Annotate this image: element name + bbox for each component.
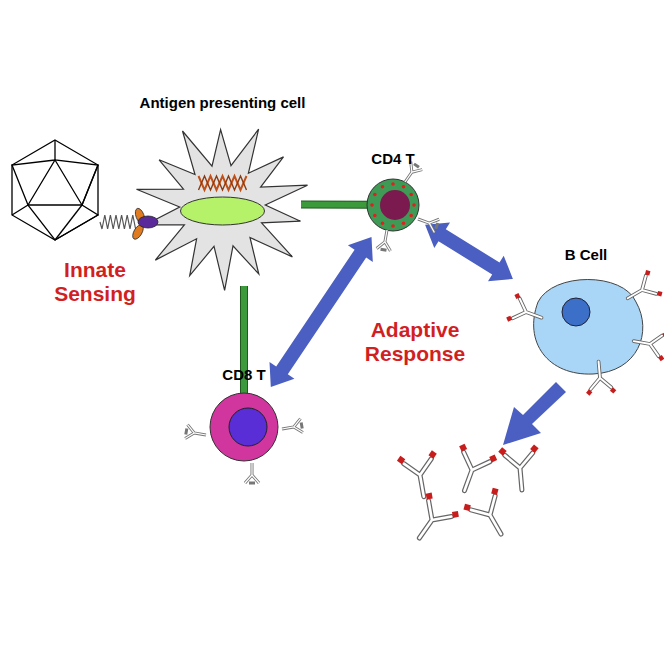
cell-shape [366,178,420,232]
secretion-arrow [503,382,566,445]
cell-label: CD4 T [371,150,414,167]
cd8-t-cell: CD8 T [208,392,280,462]
cell-shape [140,118,305,290]
antibody-group [396,442,542,549]
cell-shape [518,272,654,376]
cd4-t-cell: CD4 T [366,178,420,232]
interaction-arrow [270,237,373,387]
binding-bar [301,204,370,205]
b-cell: B Cell [518,272,654,376]
virus-icon [12,140,98,240]
annotation-label: Innate Sensing [40,258,150,306]
antigen-presenting-cell: Antigen presenting cell [140,118,305,290]
cell-label: CD8 T [222,366,265,383]
annotation-label: Adaptive Response [352,318,478,366]
cell-label: Antigen presenting cell [140,94,306,111]
cell-label: B Cell [565,246,608,263]
interaction-arrow [425,223,513,282]
cell-shape [208,392,280,462]
